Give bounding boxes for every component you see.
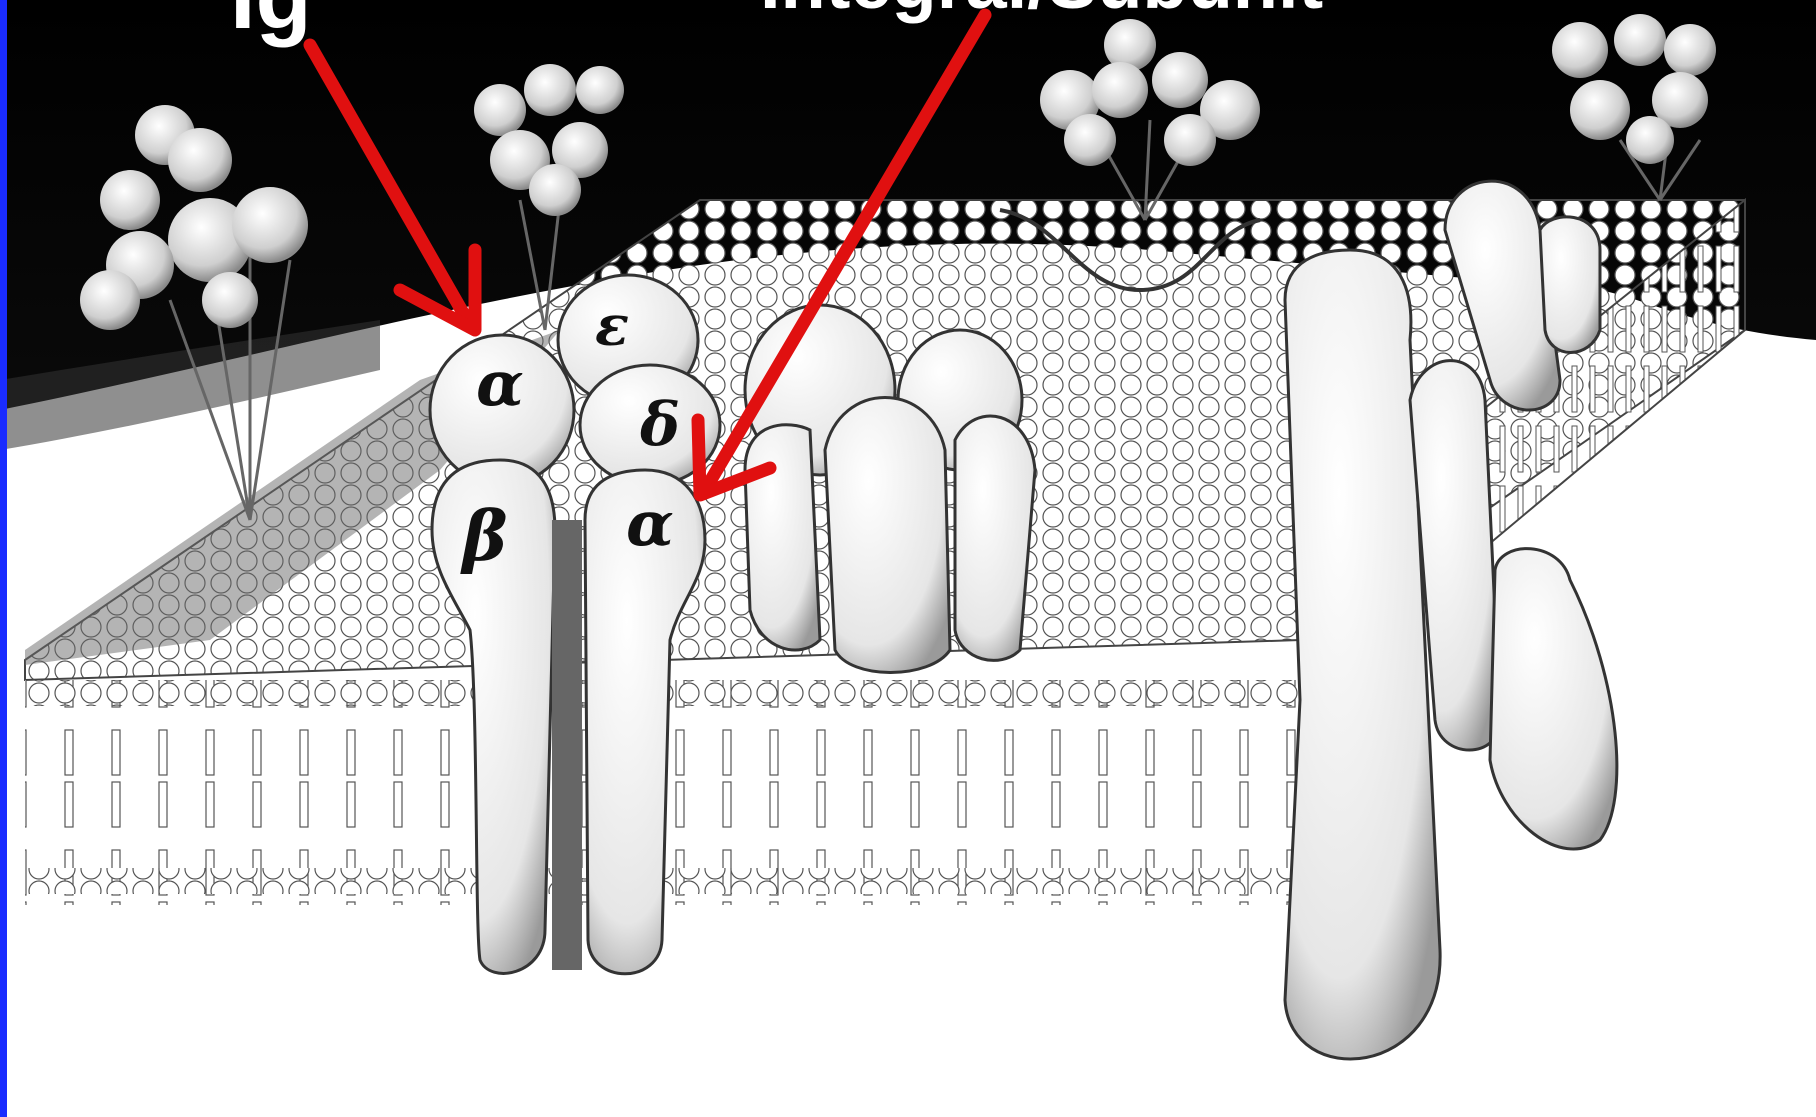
delta-label: δ — [639, 390, 680, 460]
ig-label: Ig — [230, 0, 312, 48]
beta-label: β — [459, 497, 507, 577]
integral-subunit-label: Integral/Subunit — [760, 0, 1323, 24]
alpha-bottom-label: α — [626, 487, 674, 560]
channel-pore — [552, 520, 582, 970]
epsilon-label: ε — [595, 293, 629, 359]
inner-head-row — [25, 868, 1315, 894]
frame-left-edge — [0, 0, 7, 1117]
alpha-top-label: α — [476, 347, 524, 420]
